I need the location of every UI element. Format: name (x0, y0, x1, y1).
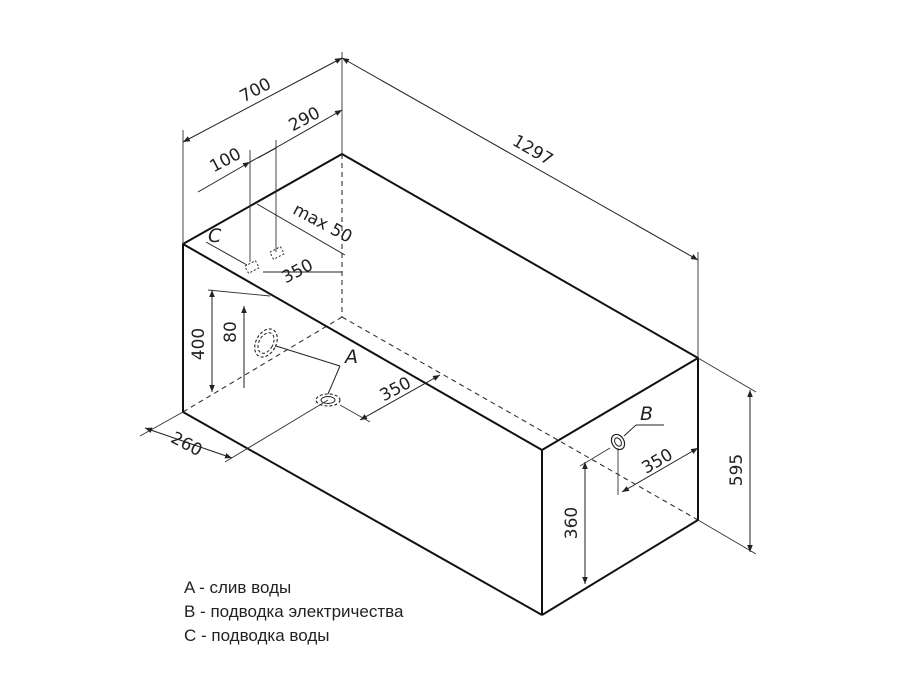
dim-height-label: 595 (727, 454, 747, 486)
drain-a: A (275, 345, 358, 407)
dim-80: 80 (221, 306, 247, 388)
dim-height-595: 595 (697, 357, 757, 555)
legend-item-a: A - слив воды (184, 578, 292, 597)
dim-length-1297: 1297 (341, 57, 699, 358)
dim-350-electric-label: 350 (638, 445, 676, 479)
dim-100-label: 100 (207, 144, 245, 177)
water-supply-fittings: C (205, 225, 285, 275)
dim-max50: max 50 (256, 200, 355, 256)
dim-350-drain: 350 (339, 373, 441, 423)
dim-360: 360 (562, 447, 611, 584)
dim-260: 260 (139, 399, 329, 463)
dim-max50-label: max 50 (289, 200, 355, 248)
bathtub-outline (182, 153, 699, 616)
dim-350-water-label: 350 (279, 255, 317, 288)
dim-length-label: 1297 (509, 131, 556, 170)
dim-360-label: 360 (562, 507, 582, 539)
dim-width-label: 700 (237, 74, 275, 107)
overflow-opening (254, 328, 278, 358)
legend-item-c: C - подводка воды (184, 626, 330, 645)
dim-400: 400 (189, 289, 271, 392)
hidden-edges (182, 154, 699, 521)
dim-350-water: 350 (263, 255, 342, 288)
legend: A - слив воды B - подводка электричества… (184, 576, 403, 648)
label-b: B (640, 403, 653, 425)
dim-80-label: 80 (221, 321, 241, 343)
label-c: C (208, 225, 222, 247)
dim-400-label: 400 (189, 328, 209, 360)
legend-item-b: B - подводка электричества (184, 602, 404, 621)
dim-260-label: 260 (167, 428, 205, 461)
label-a: A (343, 346, 358, 368)
dim-350-electric: 350 (617, 445, 699, 495)
dim-350-drain-label: 350 (377, 373, 415, 406)
electric-connection-b: B (610, 403, 664, 451)
